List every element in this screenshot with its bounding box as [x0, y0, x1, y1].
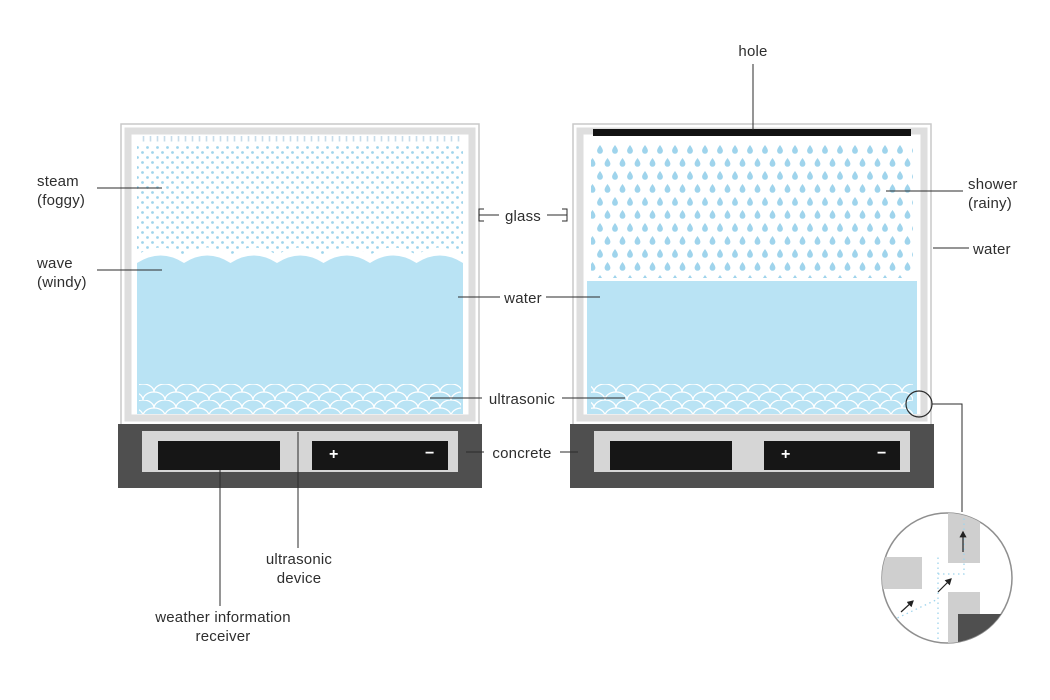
left-ultrasonic-waves	[139, 384, 461, 414]
label-steam: steam (foggy)	[37, 173, 86, 209]
label-wave: wave (windy)	[37, 255, 87, 291]
label-water-right: water	[973, 241, 1011, 258]
label-concrete: concrete	[492, 445, 552, 462]
left-mist-nozzles	[140, 136, 460, 143]
right-lid-with-hole	[593, 129, 911, 136]
label-hole: hole	[738, 43, 768, 60]
right-battery-box	[764, 441, 900, 470]
left-battery-plus-sign: +	[329, 446, 339, 463]
left-battery-minus-sign: −	[425, 445, 435, 462]
left-glass-wall	[124, 127, 476, 422]
label-ultrasonic-device: ultrasonic device	[265, 551, 333, 587]
label-glass: glass	[504, 208, 542, 225]
leader-lines	[97, 64, 969, 606]
left-water-region	[137, 255, 463, 414]
corner-detail-view	[881, 512, 1013, 644]
label-water-center: water	[504, 290, 542, 307]
right-battery-plus-sign: +	[781, 446, 791, 463]
detail-connector-line	[932, 403, 963, 512]
left-battery-box	[312, 441, 448, 470]
detail-left-block	[882, 557, 922, 589]
right-shower-region	[591, 143, 913, 278]
label-shower: shower (rainy)	[968, 176, 1018, 212]
right-ultrasonic-waves	[591, 384, 913, 414]
left-weather-receiver-box	[158, 441, 280, 470]
detail-flow-paths	[892, 518, 965, 643]
label-weather-receiver: weather information receiver	[155, 609, 291, 645]
right-battery-minus-sign: −	[877, 445, 887, 462]
label-ultrasonic: ultrasonic	[488, 391, 556, 408]
right-weather-receiver-box	[610, 441, 732, 470]
detail-flow-arrows	[900, 530, 967, 613]
left-tank	[118, 123, 482, 488]
left-steam-region	[137, 146, 463, 255]
detail-concrete-block	[958, 614, 1012, 643]
right-tank	[570, 123, 934, 488]
